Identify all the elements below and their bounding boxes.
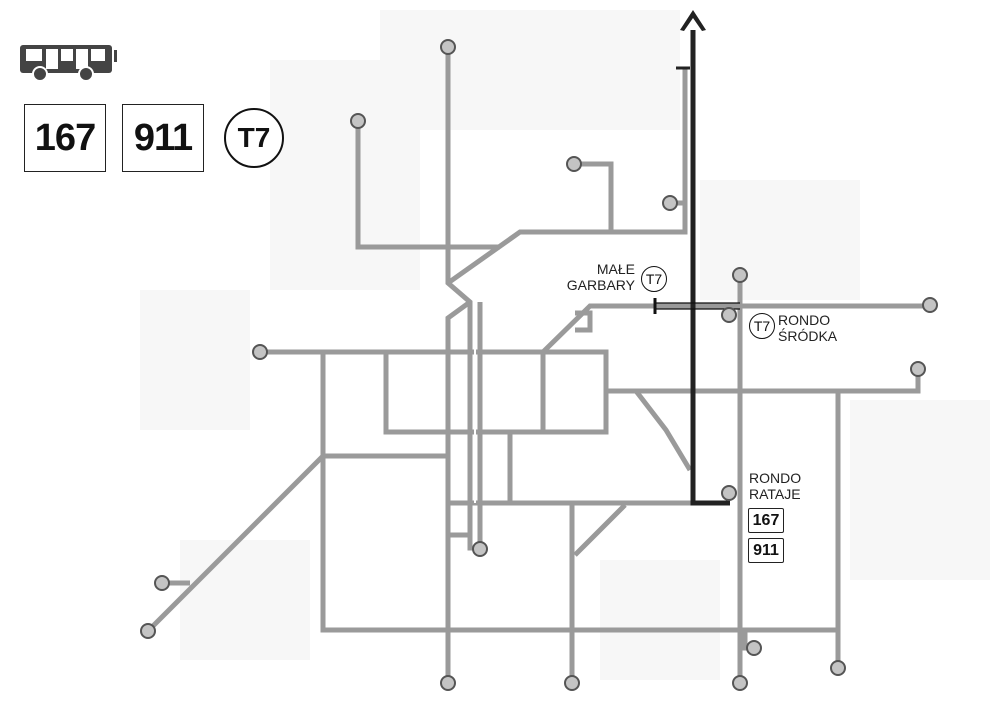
stop-label-rondo-rataje: RONDO RATAJE xyxy=(749,470,801,502)
stop-label-line: RATAJE xyxy=(749,486,801,502)
rondo-srodka-route-t7: T7 xyxy=(749,313,775,339)
network-line xyxy=(606,369,921,394)
stop-point xyxy=(440,675,456,691)
network-line xyxy=(355,121,500,250)
stop-point xyxy=(830,660,846,676)
stop-point xyxy=(721,485,737,501)
stop-point xyxy=(140,623,156,639)
stop-point xyxy=(910,361,926,377)
bus-icon xyxy=(20,45,117,82)
network-line xyxy=(383,349,609,435)
stop-point xyxy=(732,675,748,691)
network-line xyxy=(634,389,693,472)
network-line xyxy=(446,68,688,286)
stops xyxy=(140,39,938,691)
highlighted-route xyxy=(676,30,730,506)
legend-route-t7: T7 xyxy=(224,108,284,168)
network-line xyxy=(320,352,838,633)
highlighted-route-line xyxy=(690,30,730,506)
network-line xyxy=(574,161,614,232)
legend-route-911: 911 xyxy=(122,104,204,172)
network-line xyxy=(146,454,325,633)
stop-point xyxy=(746,640,762,656)
stop-point xyxy=(566,156,582,172)
legend-route-167: 167 xyxy=(24,104,106,172)
stop-point xyxy=(440,39,456,55)
stop-point xyxy=(721,307,737,323)
stop-label-rondo-srodka: RONDO ŚRÓDKA xyxy=(778,312,837,344)
stop-label-line: GARBARY xyxy=(566,277,635,293)
stop-label-line: MAŁE xyxy=(596,261,635,277)
network-line xyxy=(541,303,930,354)
network-line xyxy=(573,503,627,557)
stop-point xyxy=(662,195,678,211)
stop-point xyxy=(350,113,366,129)
stop-point xyxy=(922,297,938,313)
network-line xyxy=(575,310,593,333)
stop-label-male-garbary: MAŁE GARBARY xyxy=(555,261,635,293)
stop-point xyxy=(472,541,488,557)
rondo-rataje-route-167: 167 xyxy=(748,508,784,533)
stop-point xyxy=(154,575,170,591)
rondo-rataje-route-911: 911 xyxy=(748,538,784,563)
stop-point xyxy=(564,675,580,691)
network-line xyxy=(445,299,472,683)
male-garbary-route-t7: T7 xyxy=(641,266,667,292)
stop-label-line: ŚRÓDKA xyxy=(778,328,838,344)
stop-point xyxy=(252,344,268,360)
stop-label-line: RONDO xyxy=(749,470,802,486)
direction-arrow-icon xyxy=(680,10,706,31)
background-blocks xyxy=(140,10,990,680)
stop-label-line: RONDO xyxy=(778,312,831,328)
stop-point xyxy=(732,267,748,283)
